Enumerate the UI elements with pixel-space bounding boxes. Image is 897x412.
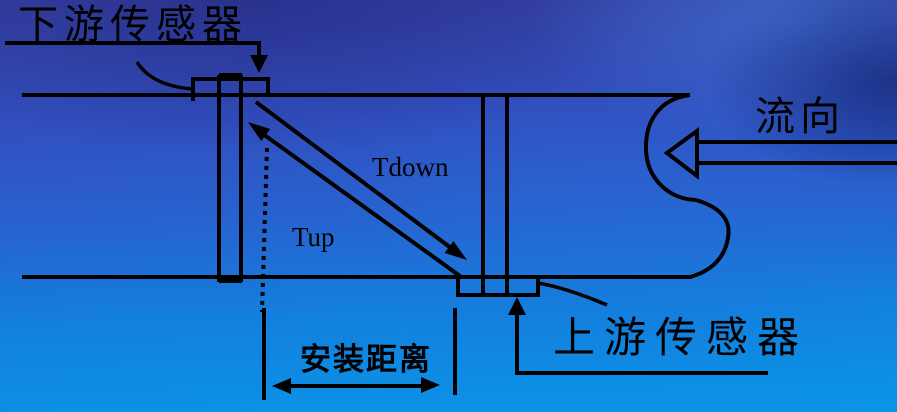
- downstream-sensor-label: 下游传感器: [18, 2, 248, 47]
- sound-path-dotted-line: [260, 147, 269, 313]
- upstream-sensor-label: 上游传感器: [553, 316, 808, 362]
- dimension-right-arrowhead: [421, 377, 440, 393]
- downstream-sensor-cable: [135, 61, 194, 91]
- downstream-sensor-body: [191, 77, 270, 101]
- flow-direction-label: 流向: [755, 94, 845, 139]
- downstream-pointer-arrowhead: [250, 55, 268, 73]
- tup-arrowhead: [248, 122, 271, 141]
- tdown-arrowhead: [444, 241, 467, 260]
- tup-arrow-line: [261, 132, 462, 278]
- tdown-label: Tdown: [372, 152, 449, 182]
- flow-arrow-shaft-lines: [695, 140, 897, 165]
- installation-distance-label: 安装距离: [300, 342, 432, 377]
- upstream-sensor-cable: [537, 281, 608, 307]
- dimension-left-arrowhead: [272, 378, 291, 394]
- downstream-sensor-clamp-lines: [217, 73, 243, 283]
- upstream-pointer-arrowhead: [508, 297, 526, 315]
- tup-label: Tup: [292, 222, 335, 252]
- upstream-label-underline: [515, 314, 768, 375]
- upstream-sensor-body: [456, 275, 540, 297]
- flow-arrow-head-outline: [663, 127, 699, 181]
- upstream-sensor-clamp-lines: [481, 95, 509, 295]
- downstream-label-underline: [5, 41, 261, 57]
- pipe-end-squiggle-curve: [689, 198, 731, 279]
- pipe-end-balloon-curve: [643, 93, 697, 202]
- tdown-arrow-line: [254, 100, 453, 250]
